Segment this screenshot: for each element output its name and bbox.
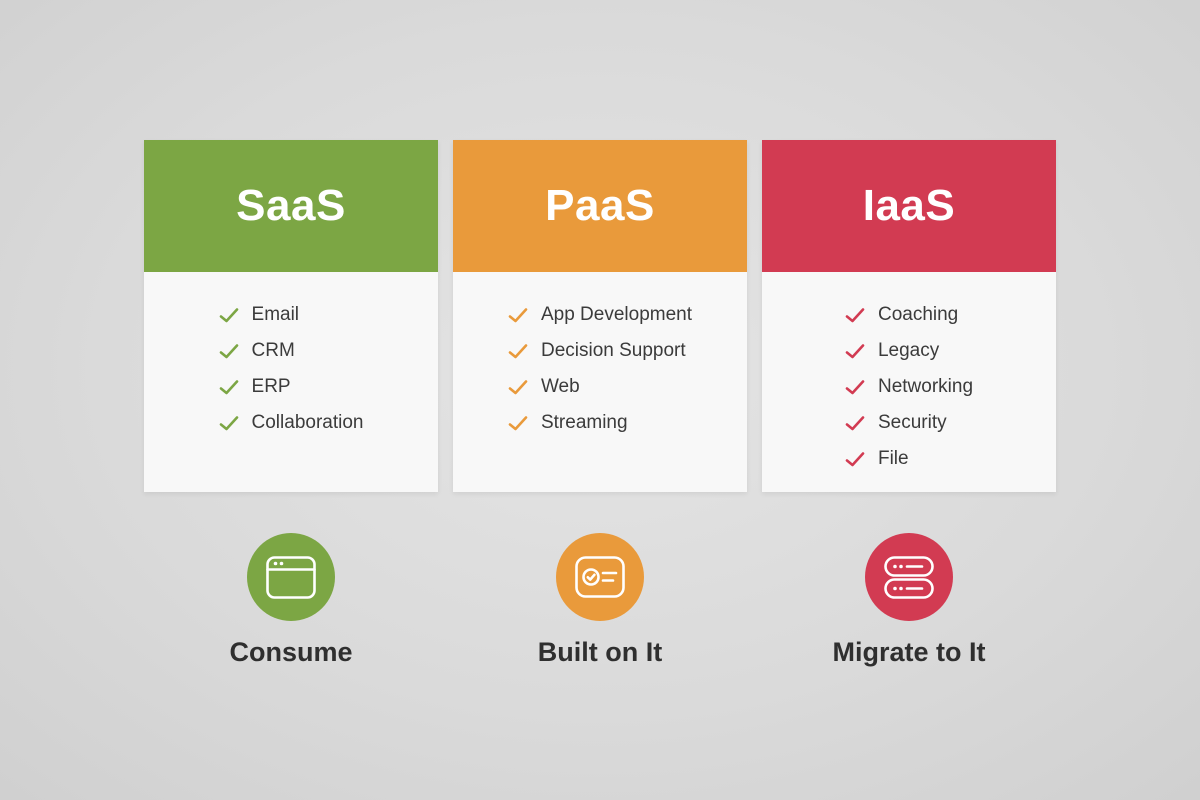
check-icon xyxy=(508,416,528,431)
iaas-card: IaaS Coaching Legacy Networking xyxy=(762,140,1056,492)
list-item: File xyxy=(845,441,973,477)
check-icon xyxy=(508,344,528,359)
list-item: Collaboration xyxy=(219,405,364,441)
iaas-card-body: Coaching Legacy Networking Security xyxy=(762,272,1056,492)
feature-label: App Development xyxy=(540,304,693,325)
action-label: Consume xyxy=(229,637,353,667)
feature-label: CRM xyxy=(251,340,295,361)
list-item: Networking xyxy=(845,369,973,405)
action-label: Built on It xyxy=(537,637,663,667)
list-item: CRM xyxy=(219,333,364,369)
saas-card: SaaS Email CRM ERP xyxy=(144,140,438,492)
check-icon xyxy=(845,416,865,431)
feature-label: File xyxy=(877,448,909,469)
saas-paas-iaas-infographic: SaaS Email CRM ERP xyxy=(144,140,1056,668)
saas-card-header: SaaS xyxy=(144,140,438,272)
saas-title: SaaS xyxy=(236,181,346,230)
check-icon xyxy=(219,344,238,359)
feature-label: Email xyxy=(251,304,300,325)
feature-label: Networking xyxy=(877,376,974,397)
check-icon xyxy=(845,380,865,395)
check-icon xyxy=(508,380,528,395)
built-on-it-badge xyxy=(556,533,644,621)
consume-badge xyxy=(247,533,335,621)
feature-label: Web xyxy=(540,376,580,397)
migrate-to-it-badge xyxy=(865,533,953,621)
list-item: Legacy xyxy=(845,333,973,369)
check-icon xyxy=(845,452,865,467)
saas-column: SaaS Email CRM ERP xyxy=(144,140,438,668)
iaas-column: IaaS Coaching Legacy Networking xyxy=(762,140,1056,668)
paas-title: PaaS xyxy=(545,181,655,230)
check-icon xyxy=(508,308,528,323)
list-item: Decision Support xyxy=(508,333,692,369)
check-icon xyxy=(845,344,865,359)
paas-card: PaaS App Development Decision Support We… xyxy=(453,140,747,492)
paas-card-body: App Development Decision Support Web Str… xyxy=(453,272,747,492)
feature-label: Legacy xyxy=(877,340,940,361)
app-window-check-icon xyxy=(575,556,625,598)
browser-window-icon xyxy=(266,555,316,599)
list-item: Web xyxy=(508,369,692,405)
list-item: Streaming xyxy=(508,405,692,441)
saas-card-body: Email CRM ERP Collaboration xyxy=(144,272,438,492)
saas-feature-list: Email CRM ERP Collaboration xyxy=(219,297,364,441)
iaas-feature-list: Coaching Legacy Networking Security xyxy=(845,297,973,477)
list-item: Email xyxy=(219,297,364,333)
list-item: App Development xyxy=(508,297,692,333)
check-icon xyxy=(845,308,865,323)
list-item: Coaching xyxy=(845,297,973,333)
feature-label: Security xyxy=(877,412,947,433)
check-icon xyxy=(219,308,238,323)
check-icon xyxy=(219,380,238,395)
feature-label: Streaming xyxy=(540,412,628,433)
action-label: Migrate to It xyxy=(832,637,986,667)
iaas-card-header: IaaS xyxy=(762,140,1056,272)
feature-label: Collaboration xyxy=(251,412,364,433)
paas-column: PaaS App Development Decision Support We… xyxy=(453,140,747,668)
server-stack-icon xyxy=(884,555,934,599)
list-item: ERP xyxy=(219,369,364,405)
check-icon xyxy=(219,416,238,431)
paas-card-header: PaaS xyxy=(453,140,747,272)
list-item: Security xyxy=(845,405,973,441)
feature-label: Decision Support xyxy=(540,340,686,361)
paas-feature-list: App Development Decision Support Web Str… xyxy=(508,297,692,441)
feature-label: ERP xyxy=(251,376,291,397)
feature-label: Coaching xyxy=(877,304,959,325)
iaas-title: IaaS xyxy=(862,181,956,230)
